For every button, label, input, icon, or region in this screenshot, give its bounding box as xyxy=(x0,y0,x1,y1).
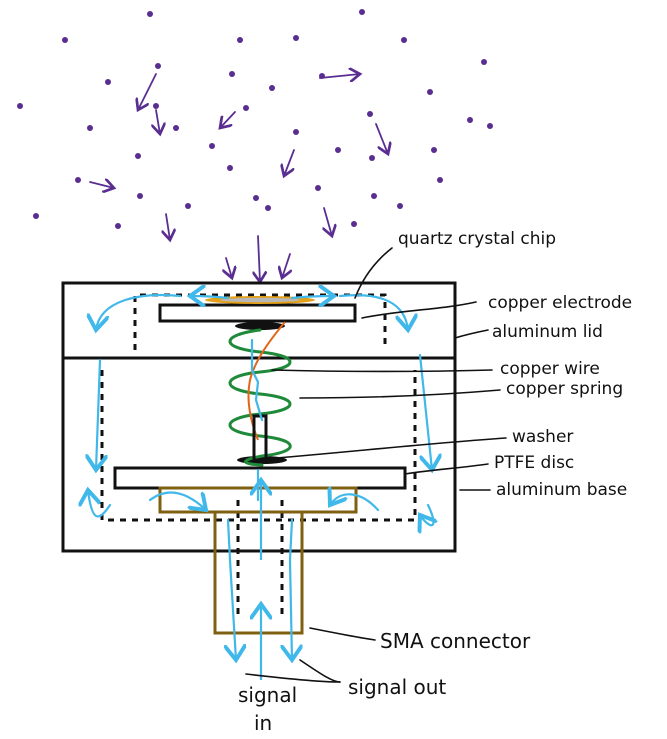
label-washer: washer xyxy=(512,427,573,447)
label-signal-in-line1: signal xyxy=(238,683,297,707)
particle-dots xyxy=(17,9,493,229)
label-sma-connector: SMA connector xyxy=(380,629,531,653)
center-post xyxy=(252,414,268,462)
label-quartz-crystal-chip: quartz crystal chip xyxy=(398,229,556,249)
lid-dashed-outline xyxy=(133,293,387,350)
leader-lines xyxy=(245,247,507,683)
label-signal-out: signal out xyxy=(348,675,446,699)
copper-wire-shape xyxy=(247,321,286,441)
base-dashed-outline xyxy=(100,370,417,522)
label-aluminum-base: aluminum base xyxy=(496,480,627,500)
label-copper-wire: copper wire xyxy=(500,359,600,379)
copper-electrode-shape xyxy=(158,303,357,323)
aluminum-base-shape xyxy=(61,356,457,553)
sma-body xyxy=(213,510,304,635)
signal-flow xyxy=(88,295,433,680)
label-signal-in-line2: in xyxy=(254,711,272,735)
label-aluminum-lid: aluminum lid xyxy=(492,322,603,342)
upper-washer-shape xyxy=(235,322,285,330)
label-copper-electrode: copper electrode xyxy=(488,293,632,313)
particle-arrows xyxy=(89,74,388,282)
label-ptfe-disc: PTFE disc xyxy=(494,453,574,473)
copper-spring-shape xyxy=(228,328,292,467)
label-copper-spring: copper spring xyxy=(506,379,623,399)
